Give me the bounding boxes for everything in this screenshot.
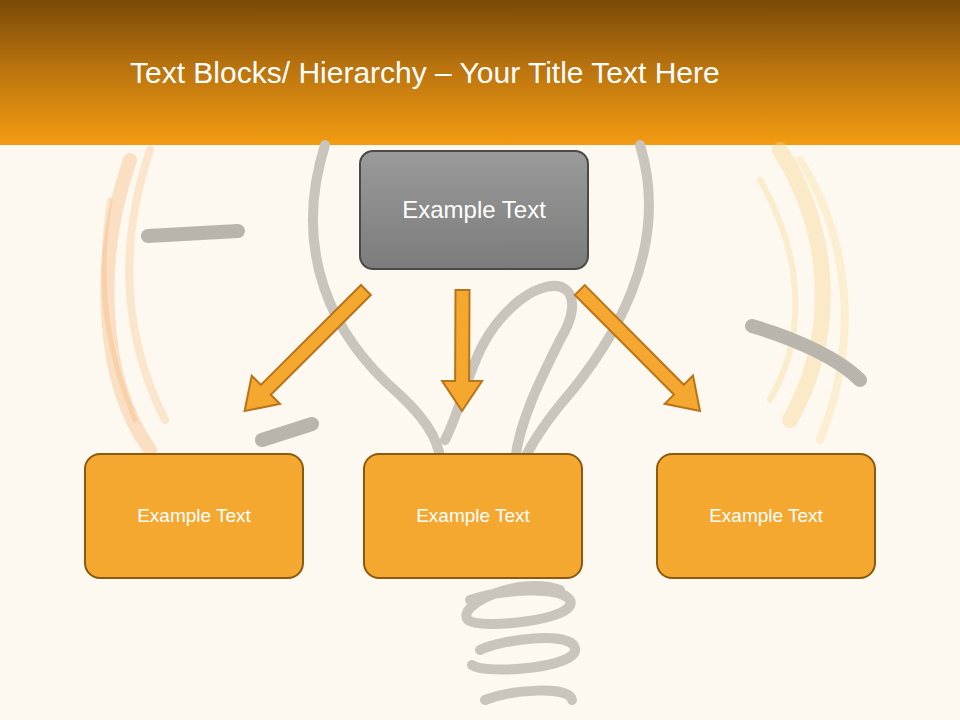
- child-box: Example Text: [363, 453, 583, 579]
- block-arrow: [442, 290, 482, 411]
- box-label: Example Text: [709, 505, 823, 527]
- block-arrow: [245, 285, 371, 411]
- box-label: Example Text: [137, 505, 251, 527]
- box-label: Example Text: [402, 196, 546, 224]
- block-arrow: [575, 285, 700, 411]
- slide-title: Text Blocks/ Hierarchy – Your Title Text…: [130, 56, 720, 90]
- child-box: Example Text: [656, 453, 876, 579]
- child-box: Example Text: [84, 453, 304, 579]
- box-label: Example Text: [416, 505, 530, 527]
- root-box: Example Text: [359, 150, 589, 270]
